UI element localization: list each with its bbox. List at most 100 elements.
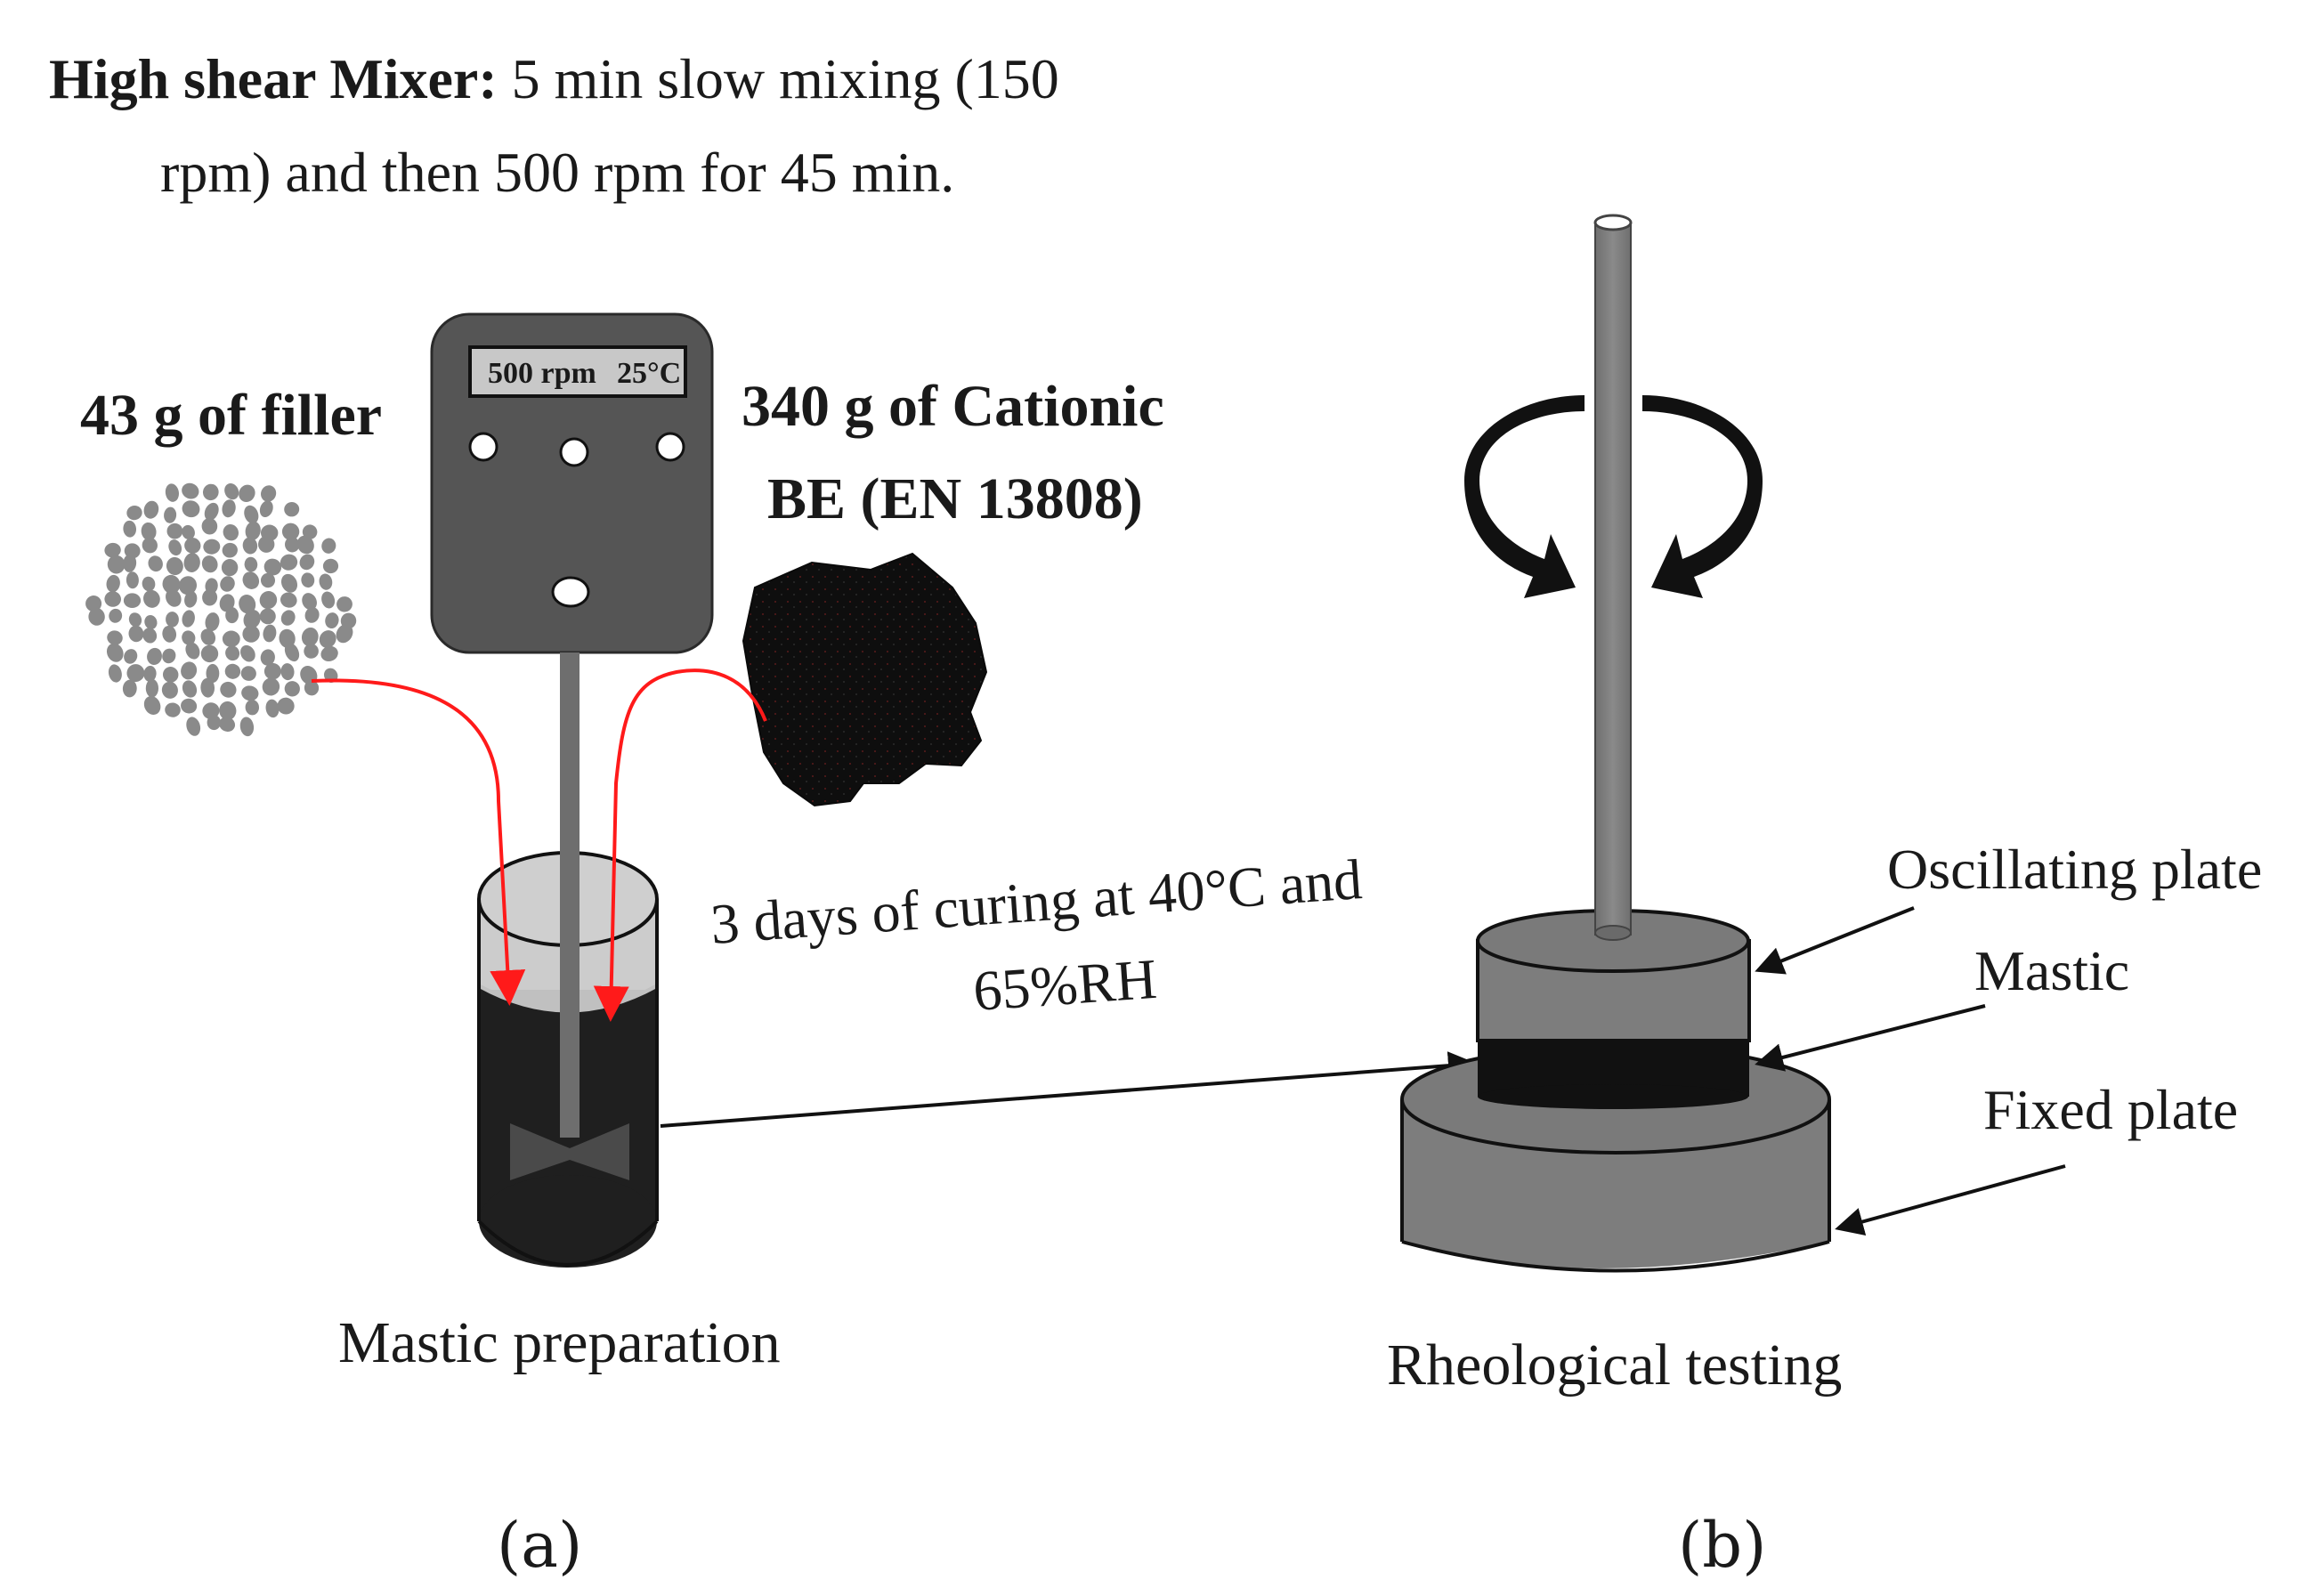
filler-particle: [259, 500, 273, 518]
filler-particle: [202, 483, 219, 501]
filler-particle: [166, 588, 182, 607]
filler-particle: [124, 649, 138, 664]
filler-particle: [222, 542, 238, 558]
emulsion-label-line1: 340 g of Cationic: [742, 374, 1164, 439]
filler-particle: [244, 556, 258, 572]
filler-particle: [225, 645, 240, 661]
filler-particle: [239, 717, 255, 737]
filler-particle: [165, 483, 179, 502]
mixer-display-temp: 25°C: [617, 357, 681, 390]
filler-particle: [104, 591, 121, 607]
filler-particle: [142, 537, 158, 554]
filler-particle: [128, 625, 144, 643]
filler-particle: [162, 648, 176, 664]
filler-particle: [165, 702, 181, 717]
curing-note-line2: 65%RH: [971, 947, 1159, 1023]
filler-particle: [281, 523, 300, 540]
filler-particle: [277, 697, 295, 715]
oscillating-plate-pointer: [1755, 906, 1915, 975]
fixed-plate-pointer: [1835, 1164, 2066, 1236]
filler-particle: [202, 588, 218, 606]
filler-particle: [166, 523, 183, 539]
filler-particle: [178, 576, 198, 595]
filler-particle: [242, 571, 260, 589]
mixer-button-1: [468, 432, 498, 462]
filler-particle: [145, 678, 158, 698]
filler-particle: [319, 573, 333, 590]
filler-particle: [243, 610, 261, 629]
filler-particle: [143, 696, 161, 715]
filler-particle: [240, 644, 255, 662]
filler-particle: [245, 700, 260, 716]
filler-particle: [284, 681, 300, 697]
filler-particle: [107, 630, 123, 645]
filler-particle: [182, 680, 198, 698]
filler-particle: [142, 576, 156, 592]
mastic-label: Mastic: [1974, 939, 2129, 1002]
mixer-power-button: [551, 576, 590, 608]
filler-particle: [166, 612, 179, 628]
filler-particle: [123, 554, 137, 572]
filler-particle: [182, 630, 196, 645]
filler-particle: [299, 554, 315, 571]
filler-particle: [206, 663, 220, 684]
filler-particle: [126, 571, 139, 589]
mixer-display-speed: 500 rpm: [488, 357, 596, 390]
filler-particle: [242, 537, 258, 555]
emulsion-label-line2: BE (EN 13808): [767, 466, 1143, 531]
filler-particle: [321, 591, 336, 609]
filler-particle: [200, 644, 219, 663]
filler-particle: [224, 482, 239, 500]
curing-note-line1: 3 days of curing at 40°C and: [709, 847, 1364, 956]
filler-particle: [304, 680, 320, 696]
filler-particle: [162, 625, 177, 643]
filler-particle: [200, 677, 215, 698]
filler-particle: [143, 666, 157, 682]
filler-particle: [143, 500, 159, 519]
filler-particle: [220, 576, 235, 592]
filler-particle: [184, 591, 198, 608]
mixer-impeller: [510, 1123, 629, 1180]
filler-particle: [322, 558, 339, 574]
filler-particle: [182, 524, 195, 540]
mixer-note-line2: rpm) and then 500 rpm for 45 min.: [160, 141, 954, 204]
filler-particle: [302, 524, 318, 539]
fixed-plate-label: Fixed plate: [1983, 1078, 2238, 1141]
filler-particle: [321, 538, 336, 554]
filler-to-beaker-arrow: [311, 678, 526, 1006]
filler-particle: [204, 502, 219, 521]
filler-particle: [142, 628, 158, 644]
filler-particle: [263, 558, 282, 576]
filler-particle: [257, 536, 275, 553]
filler-particle: [242, 625, 260, 643]
filler-particle: [284, 537, 300, 553]
filler-particle: [241, 685, 259, 701]
filler-particle: [143, 589, 160, 608]
filler-particle: [223, 524, 239, 541]
filler-particle: [186, 717, 201, 736]
filler-particle: [161, 681, 178, 699]
rheological-testing-label: Rheological testing: [1387, 1333, 1842, 1398]
filler-particle: [280, 592, 297, 608]
filler-particle: [126, 505, 142, 521]
filler-particle: [181, 698, 198, 714]
filler-particle: [106, 574, 120, 593]
filler-particle: [147, 647, 162, 665]
rheometer-shaft: [1594, 222, 1632, 936]
mixer-note-line1: High shear Mixer: 5 min slow mixing (150: [49, 47, 1059, 110]
filler-particle: [205, 612, 220, 632]
filler-particle: [225, 607, 239, 624]
panel-label-b: (b): [1678, 1509, 1766, 1582]
filler-particle: [207, 715, 222, 731]
filler-particle: [240, 666, 256, 681]
filler-particle: [261, 485, 277, 502]
filler-particle: [109, 608, 123, 623]
mixer-display: [468, 345, 687, 398]
filler-particle: [219, 717, 236, 732]
filler-particle: [201, 555, 218, 573]
filler-particle: [144, 614, 158, 630]
filler-particle: [88, 608, 105, 626]
mixer-button-2: [559, 437, 589, 467]
filler-particle: [336, 596, 353, 612]
